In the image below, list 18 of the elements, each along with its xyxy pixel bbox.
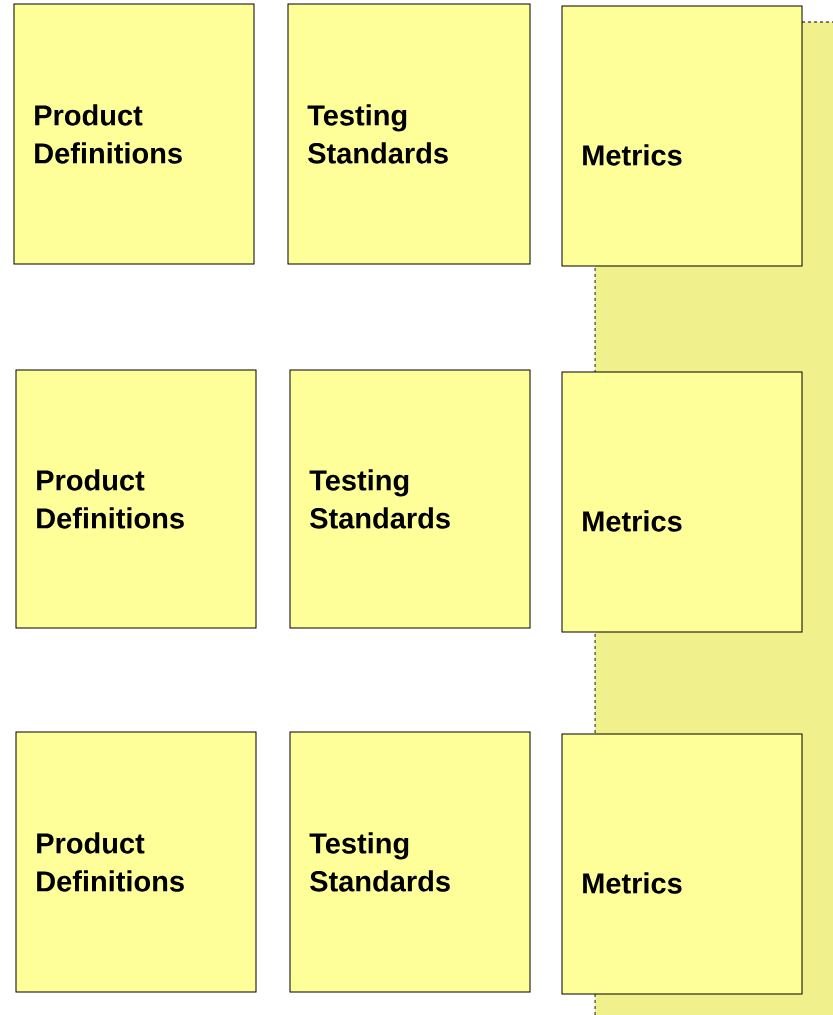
box-label: Testing Standards [309, 469, 450, 529]
box-label: Product Definitions [37, 469, 184, 529]
box-label: Metrics [583, 872, 682, 894]
box-label: Product Definitions [35, 104, 182, 164]
note-box [15, 369, 257, 629]
note-box [287, 3, 531, 265]
note-box [289, 369, 531, 629]
box-label: Testing Standards [307, 104, 448, 164]
box-label: Metrics [583, 144, 682, 166]
note-box [561, 5, 803, 267]
note-box [13, 3, 255, 265]
note-box [561, 733, 803, 995]
box-label: Metrics [583, 510, 682, 532]
note-box [561, 371, 803, 633]
box-label: Product Definitions [37, 832, 184, 892]
note-box [15, 731, 257, 993]
box-label: Testing Standards [309, 832, 450, 892]
note-box [289, 731, 531, 993]
